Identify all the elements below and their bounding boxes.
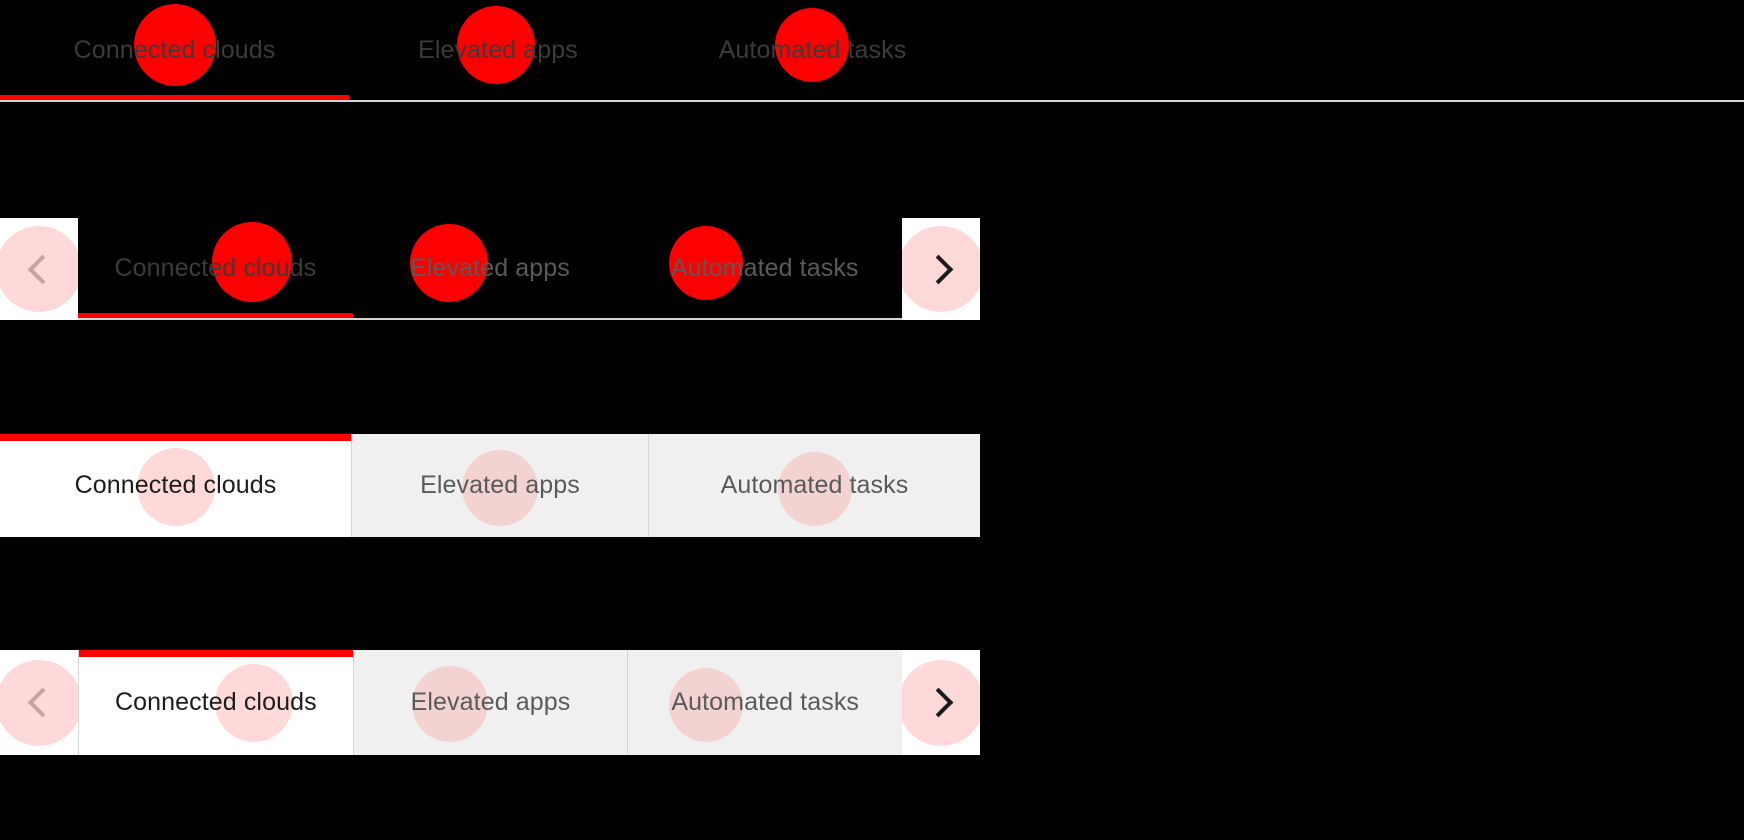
tab-label: Elevated apps [410, 253, 570, 282]
tab-connected-clouds[interactable]: Connected clouds [78, 218, 353, 318]
tab-automated-tasks[interactable]: Automated tasks [648, 434, 980, 537]
scroll-tabs-right-button[interactable] [902, 650, 980, 755]
active-tab-indicator [78, 313, 353, 318]
tabbar-dark-underline-scrollable: Connected clouds Elevated apps Automated… [0, 218, 980, 320]
tab-label: Automated tasks [720, 471, 909, 499]
tab-elevated-apps[interactable]: Elevated apps [349, 0, 647, 100]
tab-label: Automated tasks [670, 253, 859, 282]
tabbar-light-segmented: Connected clouds Elevated apps Automated… [0, 434, 980, 537]
tab-connected-clouds[interactable]: Connected clouds [0, 434, 351, 537]
tabbar-dark-underline: Connected clouds Elevated apps Automated… [0, 0, 1744, 102]
tab-connected-clouds[interactable]: Connected clouds [78, 650, 353, 755]
active-tab-indicator [79, 650, 353, 657]
tab-label: Automated tasks [718, 35, 907, 64]
tab-automated-tasks[interactable]: Automated tasks [647, 0, 978, 100]
scroll-tabs-left-button[interactable] [0, 218, 78, 320]
tab-label: Elevated apps [410, 688, 571, 716]
chevron-left-icon [27, 687, 57, 718]
tab-automated-tasks[interactable]: Automated tasks [627, 650, 903, 755]
tab-connected-clouds[interactable]: Connected clouds [0, 0, 349, 100]
scroll-tabs-left-button[interactable] [0, 650, 78, 755]
tab-label: Connected clouds [73, 35, 276, 64]
tabbar-light-segmented-scrollable: Connected clouds Elevated apps Automated… [0, 650, 980, 755]
chevron-left-icon [27, 254, 57, 284]
tab-label: Connected clouds [114, 688, 317, 716]
tabbar-scroll-strip: Connected clouds Elevated apps Automated… [78, 218, 902, 320]
tabbar-scroll-strip: Connected clouds Elevated apps Automated… [78, 650, 903, 755]
tab-label: Elevated apps [418, 35, 578, 64]
tab-label: Elevated apps [420, 471, 580, 499]
tab-elevated-apps[interactable]: Elevated apps [352, 650, 628, 755]
tab-label: Connected clouds [114, 253, 317, 282]
active-tab-indicator [0, 95, 349, 100]
active-tab-indicator [0, 434, 351, 441]
tab-automated-tasks[interactable]: Automated tasks [627, 218, 902, 318]
tab-label: Automated tasks [671, 688, 860, 716]
scroll-tabs-right-button[interactable] [902, 218, 980, 320]
tab-elevated-apps[interactable]: Elevated apps [353, 218, 628, 318]
tab-label: Connected clouds [74, 471, 277, 499]
tab-elevated-apps[interactable]: Elevated apps [351, 434, 648, 537]
chevron-right-icon [923, 687, 953, 718]
chevron-right-icon [923, 254, 953, 284]
